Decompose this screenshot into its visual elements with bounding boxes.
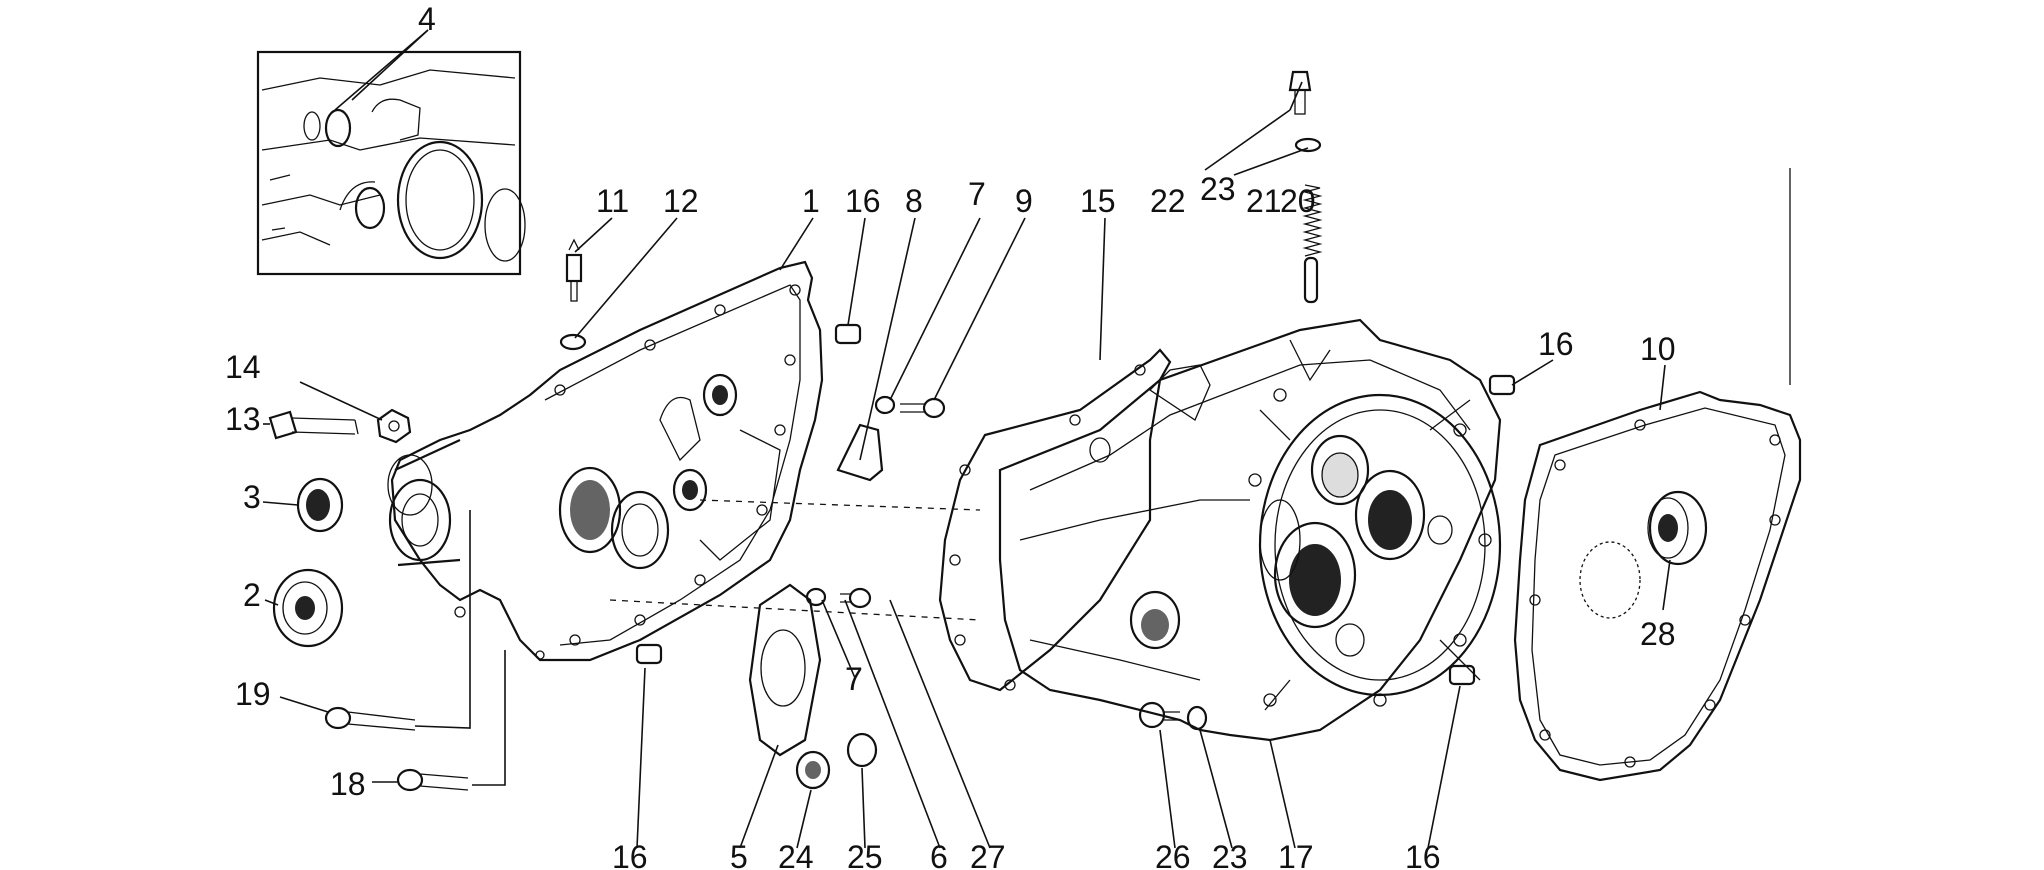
inset-detail-icon <box>256 50 526 276</box>
callout-numbers: 4 11 12 1 16 8 7 9 15 22 23 21 20 16 10 … <box>225 1 1676 870</box>
callout-16: 16 <box>1538 326 1574 362</box>
callout-16: 16 <box>845 183 881 219</box>
callout-17: 17 <box>1278 839 1314 870</box>
callout-24: 24 <box>778 839 814 870</box>
callout-20: 20 <box>1280 183 1316 219</box>
callout-12: 12 <box>663 183 699 219</box>
callout-10: 10 <box>1640 331 1676 367</box>
callout-4: 4 <box>418 1 436 37</box>
callout-21: 21 <box>1246 183 1282 219</box>
gearbox-front-housing-icon <box>387 260 824 662</box>
cover-gasket-icon <box>1513 390 1802 782</box>
callout-7: 7 <box>968 176 986 212</box>
callout-16: 16 <box>1405 839 1441 870</box>
callout-13: 13 <box>225 401 261 437</box>
callout-22: 22 <box>1150 183 1186 219</box>
callout-15: 15 <box>1080 183 1116 219</box>
gearbox-rear-housing-icon <box>609 318 1502 742</box>
small-parts <box>268 70 1791 792</box>
callout-28: 28 <box>1640 616 1676 652</box>
callout-3: 3 <box>243 479 261 515</box>
callout-26: 26 <box>1155 839 1191 870</box>
callout-14: 14 <box>225 349 261 385</box>
callout-2: 2 <box>243 577 261 613</box>
callout-18: 18 <box>330 766 366 802</box>
callout-23: 23 <box>1212 839 1248 870</box>
callout-6: 6 <box>930 839 948 870</box>
callout-1: 1 <box>802 183 820 219</box>
callout-5: 5 <box>730 839 748 870</box>
callout-7: 7 <box>845 661 863 697</box>
callout-23: 23 <box>1200 171 1236 207</box>
callout-25: 25 <box>847 839 883 870</box>
callout-9: 9 <box>1015 183 1033 219</box>
callout-11: 11 <box>596 183 629 219</box>
leader-lines <box>262 29 1671 849</box>
callout-8: 8 <box>905 183 923 219</box>
callout-27: 27 <box>970 839 1006 870</box>
callout-16: 16 <box>612 839 648 870</box>
callout-19: 19 <box>235 676 271 712</box>
